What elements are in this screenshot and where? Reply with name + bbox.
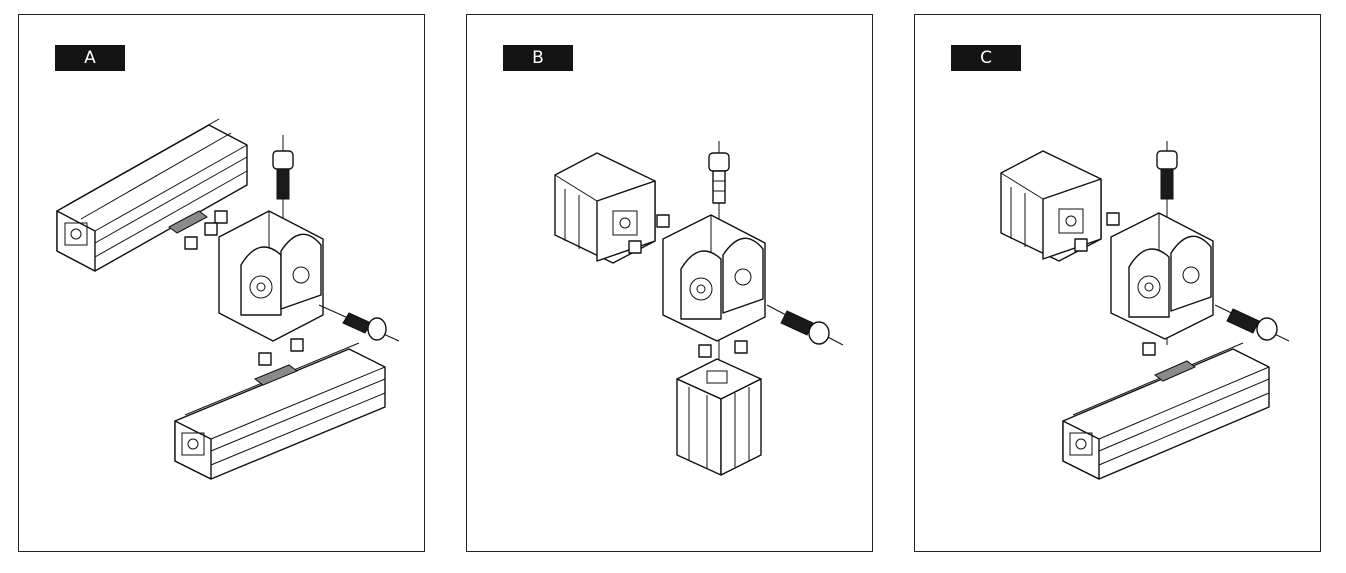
screw-horizontal [1214, 304, 1290, 342]
slot-nut-set-upper [1074, 212, 1120, 252]
panel-label: B [503, 45, 573, 71]
aluminium-profile-short [1000, 150, 1102, 262]
slot-nut-set-lower [698, 340, 748, 358]
panel-label: C [951, 45, 1021, 71]
assembly-panel-b: B [466, 14, 873, 552]
assembly-panel-c: C [914, 14, 1321, 552]
aluminium-profile-lower [1062, 342, 1270, 480]
slot-nut-set-lower [1142, 342, 1156, 356]
slot-nut-set-lower [258, 338, 304, 366]
slot-nut-set-upper [184, 210, 228, 250]
aluminium-profile-vertical [676, 358, 762, 476]
screw-horizontal [766, 304, 844, 346]
assembly-diagram-a [56, 118, 400, 480]
hinge-bracket [662, 214, 766, 342]
aluminium-profile-upper [56, 118, 248, 272]
assembly-diagram-b [554, 141, 844, 476]
assembly-diagram-c [1000, 141, 1290, 480]
aluminium-profile-lower [174, 342, 386, 480]
screw-horizontal [318, 304, 400, 342]
hinge-bracket [218, 210, 324, 342]
panel-label: A [55, 45, 125, 71]
hinge-bracket [1110, 212, 1214, 340]
assembly-panel-a: A [18, 14, 425, 552]
slot-nut-set-upper [628, 214, 670, 254]
